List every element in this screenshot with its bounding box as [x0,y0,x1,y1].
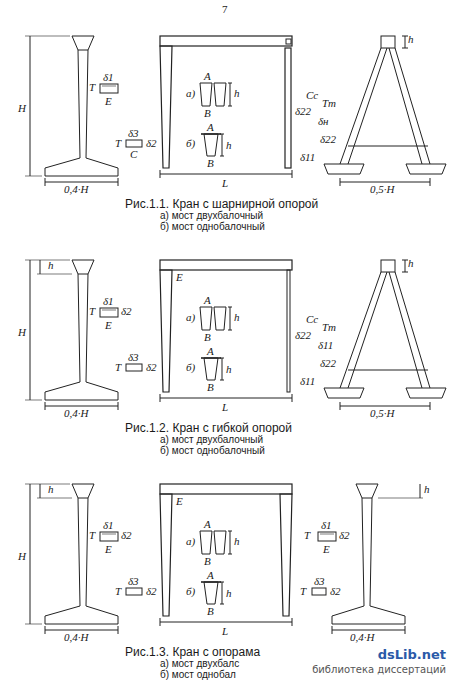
dimension-label: H [18,103,26,114]
dimension-label: δ2 [121,530,132,541]
dimension-label: δ2 [146,362,157,373]
dimension-label: δ22 [295,330,311,341]
figure-caption: Рис.1.2. Кран с гибкой опорой [125,422,292,434]
dimension-label: Tт [322,322,336,333]
dimension-label: а) [186,88,195,99]
dimension-label: E [176,272,183,283]
dimension-label: A [204,71,211,82]
caption-line: б) мост однобалочный [160,446,265,456]
dimension-label: Cc [306,90,318,101]
dimension-label: L [222,402,228,413]
dimension-label: B [204,556,211,567]
dimension-label: Tт [322,98,336,109]
dimension-label: h [226,588,232,599]
dimension-label: E [176,496,183,507]
dimension-label: E [105,96,112,107]
figure-hinged [25,36,446,186]
dimension-label: δ1 [103,296,114,307]
dimension-label: б) [186,362,195,373]
dimension-label: H [18,551,26,562]
dimension-label: 0,4·H [64,184,88,195]
dimension-label: L [222,178,228,189]
caption-line: а) мост двухбалс [160,659,239,669]
dimension-label: δ3 [128,128,139,139]
dimension-label: δ11 [318,340,333,351]
dimension-label: 0,5·H [370,184,394,195]
dimension-label: δн [318,116,329,127]
dimension-label: A [207,122,214,133]
dimension-label: A [204,295,211,306]
dimension-label: h [226,364,232,375]
dimension-label: E [105,320,112,331]
figure-flexible [25,260,446,410]
dimension-label: δ3 [128,576,139,587]
dimension-label: δ1 [103,72,114,83]
dimension-label: 0,5·H [370,408,394,419]
dimension-label: а) [186,312,195,323]
dimension-label: h [234,536,240,547]
dimension-label: T [89,306,95,317]
dimension-label: 0,4·H [64,408,88,419]
dimension-label: а) [186,536,195,547]
dimension-label: б) [186,138,195,149]
dimension-label: T [115,138,121,149]
dimension-label: δ11 [300,376,315,387]
dimension-label: h [48,260,54,271]
dimension-label: h [234,312,240,323]
dimension-label: δ2 [330,586,341,597]
dimension-label: A [204,519,211,530]
dimension-label: h [48,484,54,495]
dimension-label: Cc [306,314,318,325]
dimension-label: E [323,544,330,555]
dimension-label: h [408,258,414,269]
caption-line: а) мост двухбалочный [160,211,263,221]
dimension-label: δ2 [121,306,132,317]
figure-two-legs [25,484,423,634]
dimension-label: T [89,82,95,93]
dimension-label: T [300,586,306,597]
dimension-label: б) [186,586,195,597]
dimension-label: h [424,484,430,495]
dimension-label: δ2 [146,586,157,597]
caption-line: б) мост однобалочный [160,222,265,232]
dimension-label: B [207,606,214,617]
watermark: библиотека диссертаций [312,665,446,675]
dimension-label: δ2 [146,138,157,149]
dimension-label: B [207,382,214,393]
dimension-label: A [207,570,214,581]
figure-caption: Рис.1.1. Кран с шарнирной опорой [125,198,318,210]
dimension-label: C [130,149,137,160]
dimension-label: δ11 [300,152,315,163]
dimension-label: T [115,362,121,373]
dimension-label: 0,4·H [64,632,88,643]
dimension-label: 0,4·H [350,632,374,643]
watermark: dsLib.net [378,648,446,661]
dimension-label: B [207,158,214,169]
dimension-label: δ22 [320,358,336,369]
dimension-label: B [204,108,211,119]
dimension-label: T [304,530,310,541]
caption-line: а) мост двухбалочный [160,435,263,445]
dimension-label: δ22 [295,106,311,117]
dimension-label: T [115,586,121,597]
dimension-label: δ3 [314,576,325,587]
dimension-label: δ2 [339,530,350,541]
dimension-label: H [18,327,26,338]
figure-caption: Рис.1.3. Кран с опорама [125,646,260,658]
page-number: 7 [222,4,228,15]
dimension-label: E [105,544,112,555]
dimension-label: δ1 [103,520,114,531]
dimension-label: B [204,332,211,343]
dimension-label: h [234,88,240,99]
caption-line: б) мост однобал [160,670,236,680]
dimension-label: δ22 [320,134,336,145]
dimension-label: A [207,346,214,357]
dimension-label: h [226,140,232,151]
dimension-label: L [222,626,228,637]
dimension-label: h [408,34,414,45]
dimension-label: δ3 [128,352,139,363]
dimension-label: T [89,530,95,541]
dimension-label: δ1 [321,520,332,531]
